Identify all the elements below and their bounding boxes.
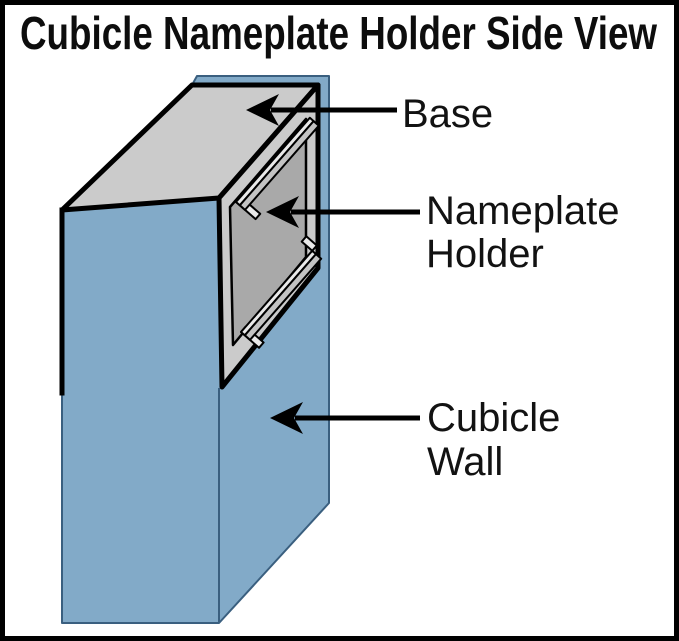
base-callout: Base xyxy=(246,92,493,136)
cubicle-wall-label-line1: Cubicle xyxy=(427,396,560,440)
bottom-rail-face-band xyxy=(243,253,323,341)
top-rail-face-band xyxy=(238,120,320,211)
cubicle-wall-callout: Cubicle Wall xyxy=(270,396,560,484)
nameplate-holder-label-line1: Nameplate xyxy=(426,189,619,233)
bottom-rail xyxy=(240,235,323,349)
nameplate-holder-callout: Nameplate Holder xyxy=(266,189,619,276)
nameplate-holder-label-line2: Holder xyxy=(426,232,544,276)
top-rail xyxy=(235,116,320,221)
base-label: Base xyxy=(402,92,493,136)
cubicle-wall-label-line2: Wall xyxy=(427,440,503,484)
cubicle-wall-arrow-head xyxy=(270,402,303,434)
base-arrow-head xyxy=(246,94,279,126)
diagram-title: Cubicle Nameplate Holder Side View xyxy=(20,7,657,59)
bottom-rail-step xyxy=(300,235,318,252)
nameplate-holder-arrow-head xyxy=(266,196,299,228)
